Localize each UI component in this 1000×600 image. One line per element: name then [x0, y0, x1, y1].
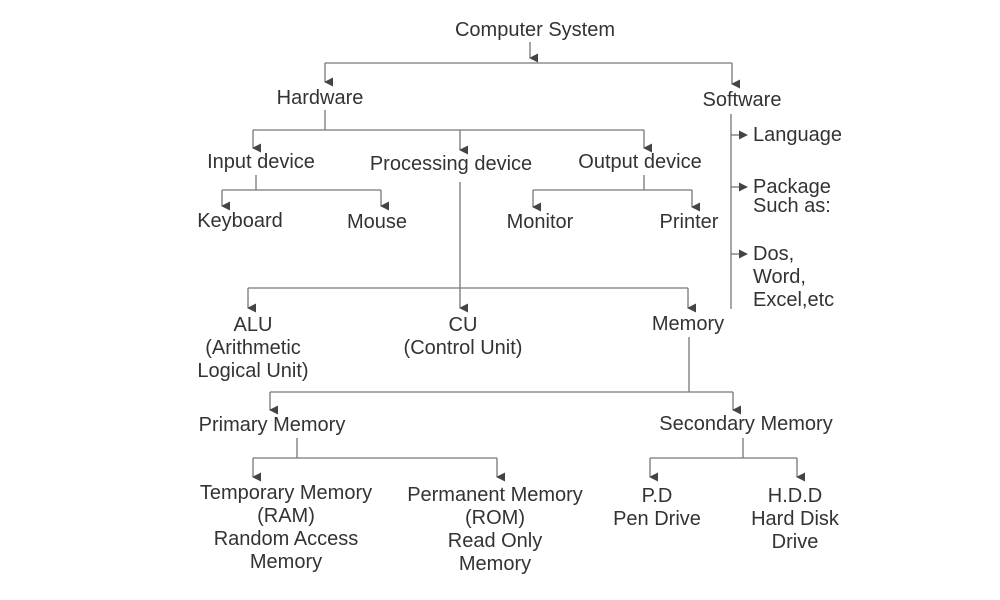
node-rom-line: (ROM)	[465, 507, 525, 529]
node-package-line: Such as:	[753, 195, 831, 217]
node-software: Software	[703, 89, 782, 112]
node-keyboard: Keyboard	[197, 210, 283, 233]
node-primary-memory: Primary Memory	[199, 414, 346, 437]
node-printer: Printer	[660, 211, 719, 234]
node-hardware: Hardware	[277, 87, 364, 110]
node-primary-memory-line: Primary Memory	[198, 414, 346, 436]
diagram-clip: Computer System Hardware Software Input …	[197, 19, 842, 576]
node-alu-line: ALU	[233, 314, 273, 336]
node-keyboard-line: Keyboard	[197, 210, 283, 232]
node-cu: CU(Control Unit)	[404, 314, 523, 360]
node-hdd-line: Hard Disk	[751, 508, 839, 530]
node-language-line: Language	[753, 124, 842, 146]
node-pen-drive-line: P.D	[641, 485, 673, 507]
node-language: Language	[753, 124, 842, 147]
node-ram-line: Memory	[249, 551, 323, 573]
node-examples-line: Dos,	[753, 243, 795, 265]
node-monitor-line: Monitor	[506, 211, 574, 233]
node-input-device-line: Input device	[207, 151, 315, 173]
node-ram-line: Temporary Memory	[199, 482, 373, 504]
node-rom-line: Read Only	[447, 530, 543, 552]
node-package-line: Package	[753, 176, 831, 198]
node-ram-line: (RAM)	[257, 505, 315, 527]
node-hardware-line: Hardware	[276, 87, 364, 109]
node-input-device: Input device	[207, 151, 315, 174]
node-processing-device: Processing device	[370, 153, 532, 176]
node-alu-line: Logical Unit)	[197, 360, 309, 382]
node-secondary-memory: Secondary Memory	[659, 413, 832, 436]
node-hdd-line: Drive	[771, 531, 819, 553]
node-cu-line: (Control Unit)	[403, 337, 523, 359]
node-root: Computer System	[455, 19, 615, 42]
node-alu-line: (Arithmetic	[205, 337, 301, 359]
node-output-device: Output device	[578, 151, 701, 174]
node-mouse: Mouse	[347, 211, 407, 234]
node-memory: Memory	[652, 313, 724, 336]
node-cu-line: CU	[448, 314, 478, 336]
node-software-line: Software	[702, 89, 782, 111]
node-pen-drive-line: Pen Drive	[613, 508, 701, 530]
node-secondary-memory-line: Secondary Memory	[659, 413, 833, 435]
node-rom-line: Memory	[458, 553, 532, 575]
node-root-line: Computer System	[454, 19, 616, 41]
connector-lines	[221, 42, 806, 482]
node-examples-line: Excel,etc	[753, 289, 835, 311]
node-hdd-line: H.D.D	[767, 485, 823, 507]
node-printer-line: Printer	[659, 211, 719, 233]
node-memory-line: Memory	[651, 313, 725, 335]
node-examples: Dos,Word,Excel,etc	[753, 243, 834, 312]
node-output-device-line: Output device	[578, 151, 702, 173]
node-rom-line: Permanent Memory	[407, 484, 583, 506]
node-ram-line: Random Access	[213, 528, 359, 550]
node-mouse-line: Mouse	[346, 211, 408, 233]
node-examples-line: Word,	[753, 266, 806, 288]
node-processing-device-line: Processing device	[369, 153, 533, 175]
node-monitor: Monitor	[507, 211, 574, 234]
